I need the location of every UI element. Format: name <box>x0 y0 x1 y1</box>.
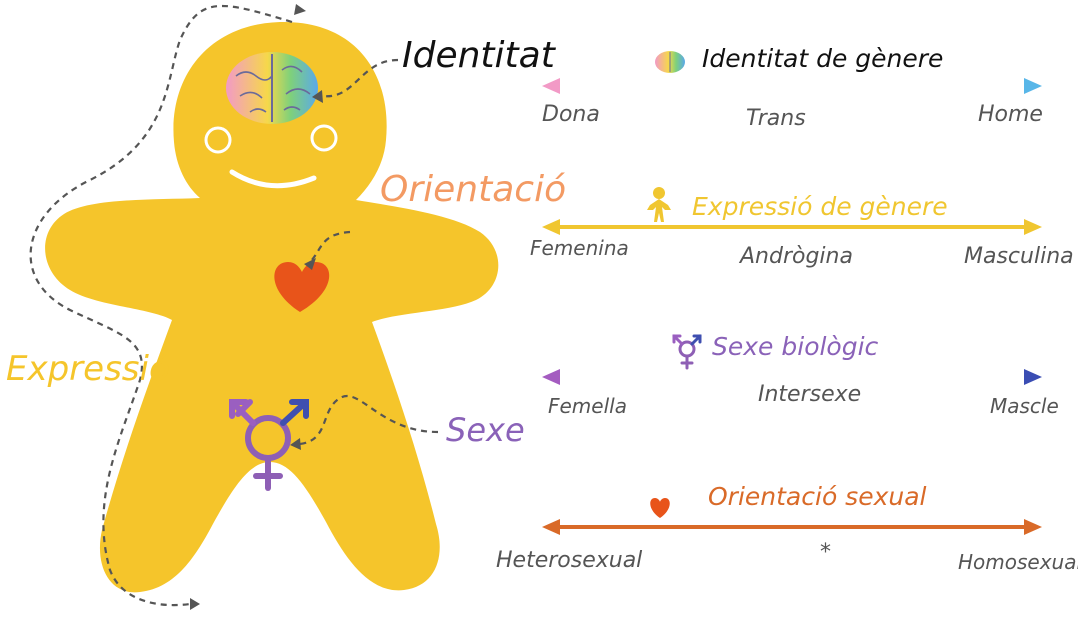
sex-label: Sexe <box>446 414 525 446</box>
identity-label: Identitat <box>402 38 555 74</box>
spectrum-left-biological-sex: Femella <box>548 396 627 416</box>
brain-icon <box>226 52 318 124</box>
spectrum-title-sexual-orientation: Orientació sexual <box>708 484 927 509</box>
spectrum-right-sexual-orientation: Homosexual <box>958 552 1078 572</box>
spectrum-left-gender-identity: Dona <box>542 104 600 126</box>
spectrum-title-gender-identity: Identitat de gènere <box>702 46 943 71</box>
spectrum-middle-biological-sex: Intersexe <box>758 384 861 406</box>
brain-icon <box>655 51 685 73</box>
spectrum-title-biological-sex: Sexe biològic <box>712 334 878 359</box>
spectrum-right-gender-identity: Home <box>978 104 1043 126</box>
expression-label: Expressió <box>6 352 170 386</box>
spectrum-right-biological-sex: Mascle <box>990 396 1059 416</box>
heart-icon <box>650 498 669 518</box>
spectrum-title-gender-expression: Expressió de gènere <box>692 194 948 219</box>
spectrum-right-gender-expression: Masculina <box>964 246 1074 268</box>
orientation-label: Orientació <box>380 172 566 208</box>
spectrum-left-gender-expression: Femenina <box>530 238 629 258</box>
spectrum-middle-sexual-orientation: * <box>820 542 831 564</box>
spectrum-left-sexual-orientation: Heterosexual <box>496 550 642 572</box>
spectrum-arrows <box>542 78 1042 535</box>
person-icon <box>647 187 671 222</box>
spectrum-middle-gender-identity: Trans <box>746 108 806 130</box>
transgender-symbol-icon <box>674 336 700 368</box>
spectrum-middle-gender-expression: Andrògina <box>740 246 853 268</box>
